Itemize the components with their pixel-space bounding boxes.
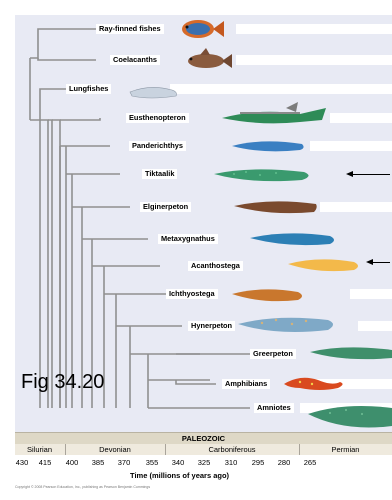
acanthostega-icon <box>288 259 358 271</box>
tick-label: 430 <box>11 458 33 468</box>
time-ticks: 430 415 400 385 370 355 340 325 310 295 … <box>15 458 392 468</box>
period-devonian: Devonian <box>65 444 165 455</box>
tick-label: 325 <box>193 458 215 468</box>
eusthenopteron-icon <box>222 102 326 123</box>
tick-label: 340 <box>167 458 189 468</box>
coelacanth-icon <box>188 48 232 68</box>
tick-label: 370 <box>113 458 135 468</box>
figure-label: Fig 34.20 <box>21 371 104 394</box>
amniote-icon <box>308 406 392 428</box>
arrow-acanthostega <box>372 262 390 263</box>
tick-label: 400 <box>61 458 83 468</box>
time-axis-title: Time (millions of years ago) <box>130 471 229 480</box>
tick-label: 415 <box>34 458 56 468</box>
period-silurian: Silurian <box>15 444 64 455</box>
amphibian-icon <box>284 378 343 390</box>
period-bar: Silurian Devonian Carboniferous Permian <box>15 444 392 455</box>
ichthyostega-icon <box>232 289 302 301</box>
tiktaalik-icon <box>214 169 309 181</box>
tick-label: 355 <box>141 458 163 468</box>
greerpeton-icon <box>310 347 392 359</box>
period-carboniferous: Carboniferous <box>165 444 299 455</box>
period-permian: Permian <box>299 444 392 455</box>
elginerpeton-icon <box>234 201 317 213</box>
ray-finned-fish-icon <box>182 20 224 38</box>
arrow-tiktaalik <box>352 174 390 175</box>
tick-label: 385 <box>87 458 109 468</box>
metaxygnathus-icon <box>250 233 334 245</box>
tick-label: 295 <box>247 458 269 468</box>
tick-label: 280 <box>273 458 295 468</box>
tick-label: 265 <box>299 458 321 468</box>
panderichthys-icon <box>232 141 304 151</box>
copyright-notice: Copyright © 2008 Pearson Education, Inc.… <box>15 485 150 489</box>
hynerpeton-icon <box>238 318 333 332</box>
tick-label: 310 <box>220 458 242 468</box>
lungfish-icon <box>130 87 177 98</box>
